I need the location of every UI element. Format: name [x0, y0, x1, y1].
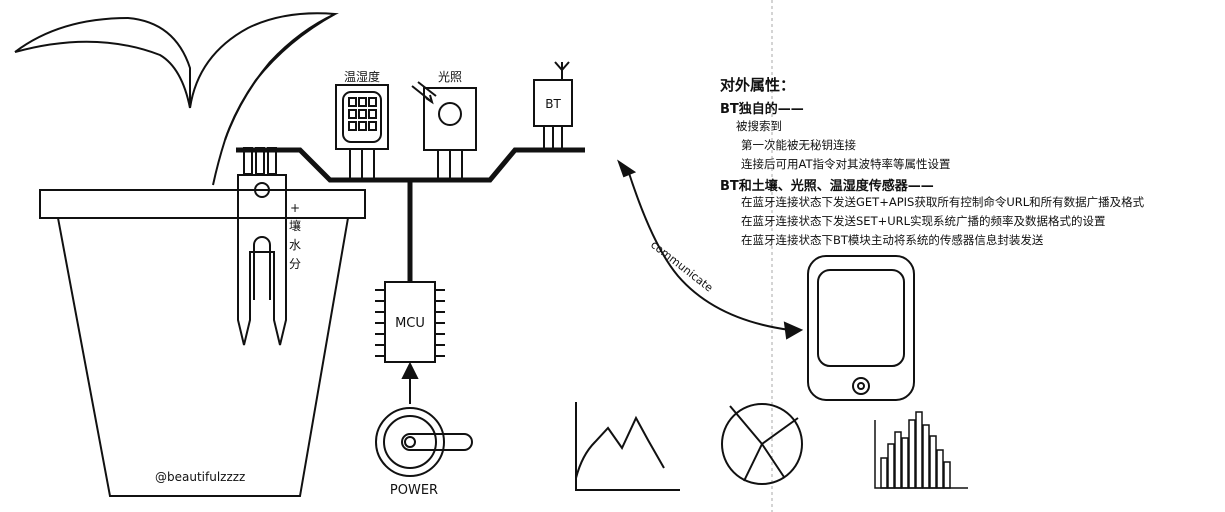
line-chart-icon: [575, 402, 680, 491]
sensor-item-3: 在蓝牙连接状态下BT模块主动将系统的传感器信息封装发送: [741, 233, 1044, 247]
sensor-item-2: 在蓝牙连接状态下发送SET+URL实现系统广播的频率及数据格式的设置: [741, 214, 1106, 228]
soil-label-3: 分: [289, 257, 301, 271]
bluetooth-module: [533, 61, 573, 150]
power-knob: [375, 407, 473, 477]
bt-section-heading: BT独自的——: [720, 102, 804, 117]
plant-leaves: [14, 12, 339, 186]
bt-item-3: 连接后可用AT指令对其波特率等属性设置: [741, 157, 951, 171]
phone-icon: [807, 255, 915, 401]
soil-label-plus: +: [290, 201, 300, 215]
temp-humidity-label: 温湿度: [344, 69, 380, 84]
soil-label-2: 水: [289, 238, 301, 252]
bar-chart-icon: [874, 411, 968, 489]
flower-pot: [39, 189, 366, 497]
power-label: POWER: [390, 483, 438, 498]
sensor-section-heading: BT和土壤、光照、温湿度传感器——: [720, 179, 934, 194]
bt-label: BT: [545, 97, 561, 111]
sensor-bus: [236, 147, 585, 282]
watermark: @beautifulzzzz: [155, 470, 245, 484]
properties-title: 对外属性：: [720, 76, 796, 94]
bt-item-1: 被搜索到: [736, 119, 782, 133]
soil-moisture-sensor: [237, 147, 287, 346]
communicate-label: communicate: [648, 238, 715, 295]
temp-humidity-sensor: [335, 84, 389, 178]
mcu-label: MCU: [395, 316, 425, 331]
communicate-arrow: [617, 159, 804, 340]
light-label: 光照: [438, 70, 462, 84]
pie-chart-icon: [721, 403, 803, 485]
soil-label-1: 壤: [289, 218, 301, 233]
bt-item-2: 第一次能被无秘钥连接: [741, 138, 856, 152]
power-arrow: [401, 361, 419, 404]
sensor-item-1: 在蓝牙连接状态下发送GET+APIS获取所有控制命令URL和所有数据广播及格式: [741, 195, 1145, 209]
light-sensor: [411, 81, 477, 178]
